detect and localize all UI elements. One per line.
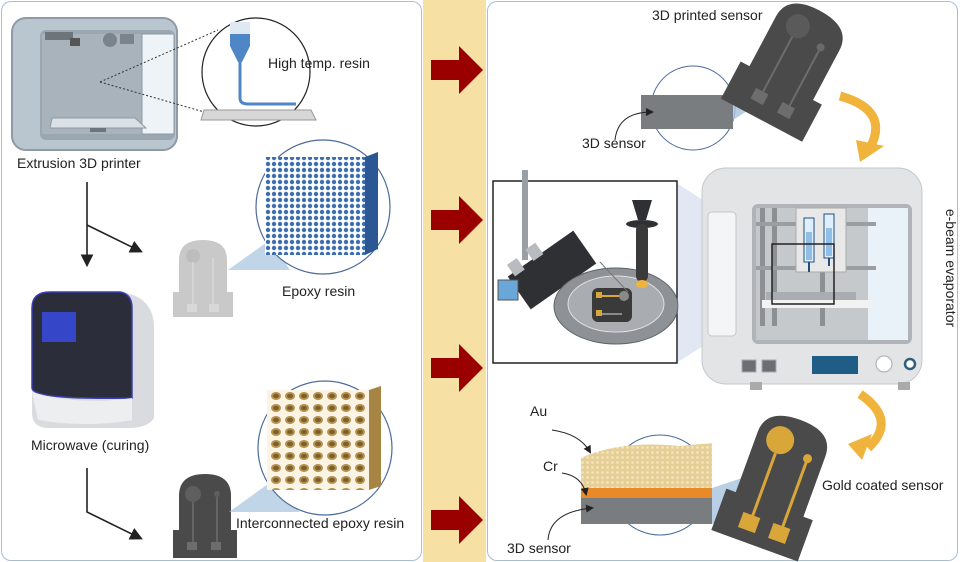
resin-extrusion-inset [200,17,317,127]
gold-coated-sensor-label: Gold coated sensor [822,477,944,493]
microwave-icon [31,291,154,428]
printed-sensor-label: 3D printed sensor [652,7,763,23]
process-arrow-3 [431,344,483,392]
probe-station-inset [492,170,679,364]
epoxy-resin-label: Epoxy resin [282,283,356,299]
flow-arrows-left [80,182,143,540]
layer-stack-callout [547,429,742,541]
high-temp-resin-label: High temp. resin [268,55,370,71]
interconnected-foam-inset [257,380,393,516]
process-arrow-1 [431,46,483,94]
epoxy-sensor-icon [173,240,233,317]
printed-sensor-icon [720,3,843,142]
interconnected-callout-wedge [229,484,300,512]
process-arrow-2 [431,196,483,244]
process-arrow-4 [431,496,483,544]
interconnected-sensor-icon [173,474,237,558]
cr-layer-label: Cr [543,458,558,474]
process-band [423,0,486,562]
printer-label: Extrusion 3D printer [17,155,141,171]
curved-arrow-to-evaporator [838,91,884,162]
au-layer-label: Au [530,403,548,419]
interconnected-epoxy-label: Interconnected epoxy resin [236,515,405,531]
sensor-label-bottom: 3D sensor [507,540,571,556]
extrusion-printer-icon [11,17,178,151]
microwave-label: Microwave (curing) [31,437,150,453]
sensor-label-top: 3D sensor [582,135,646,151]
gold-coated-sensor-icon [711,415,828,562]
evaporator-label: e-beam evaporator [943,208,960,328]
e-beam-evaporator-icon [701,167,923,390]
epoxy-foam-inset [255,139,391,275]
curved-arrow-to-gold-sensor [848,390,886,460]
